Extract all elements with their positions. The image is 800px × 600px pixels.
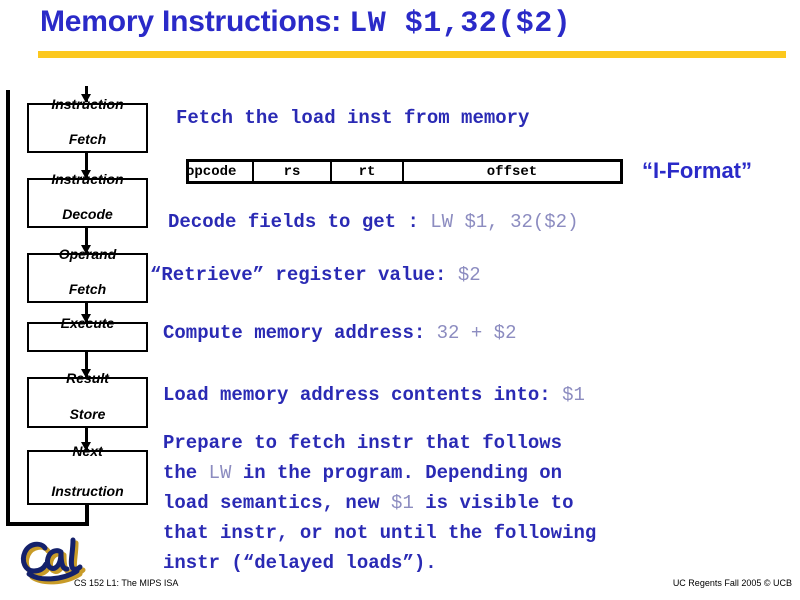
- page-title: Memory Instructions: LW $1,32($2): [40, 2, 785, 44]
- step-text-compute-main: Compute memory address:: [163, 322, 437, 344]
- flow-box-operand-fetch[interactable]: Operand Fetch: [27, 246, 148, 303]
- flow-box-line2: Store: [69, 406, 106, 422]
- step-text-decode-main: Decode fields to get :: [168, 211, 431, 233]
- flow-box-line1: Result: [66, 370, 109, 386]
- step-text-decode-value: LW $1, 32($2): [430, 211, 579, 233]
- flow-box-result-store[interactable]: Result Store: [27, 370, 148, 428]
- connector-arrow-5: [81, 428, 91, 451]
- paragraph-register-ref: $1: [391, 492, 414, 514]
- flow-box-line2: Fetch: [68, 131, 107, 147]
- flow-box-line1: Instruction: [51, 171, 124, 187]
- connector-arrow-4: [81, 352, 91, 378]
- step-text-retrieve-value: $2: [457, 264, 481, 286]
- cal-logo: [12, 536, 90, 590]
- step-text-compute-value: 32 + $2: [436, 322, 517, 344]
- paragraph-line-1: Prepare to fetch instr that follows: [163, 432, 563, 454]
- flow-box-line1: Next: [72, 443, 103, 459]
- connector-arrow-3: [81, 303, 91, 323]
- format-field-offset: offset: [486, 163, 538, 180]
- step-text-decode: Decode fields to get : LW $1, 32($2): [168, 211, 578, 233]
- title-underline-rule: [38, 51, 786, 58]
- connector-arrow-entry: [81, 86, 91, 103]
- footer-copyright: UC Regents Fall 2005 © UCB: [672, 578, 792, 588]
- flow-box-line1: Instruction: [51, 96, 124, 112]
- paragraph-line-2a: the: [163, 462, 209, 484]
- step-text-compute: Compute memory address: 32 + $2: [163, 322, 516, 344]
- step-text-load: Load memory address contents into: $1: [163, 384, 585, 406]
- paragraph-line-3c: is visible to: [413, 492, 574, 514]
- step-text-next-instruction-paragraph: Prepare to fetch instr that follows the …: [163, 428, 800, 578]
- loopback-bottom-line: [6, 522, 87, 526]
- flow-box-execute[interactable]: Execute: [27, 315, 148, 352]
- instruction-cycle-flowchart: Instruction Fetch Instruction Decode Ope…: [0, 80, 160, 540]
- paragraph-line-5: instr (“delayed loads”).: [163, 552, 437, 574]
- step-text-fetch: Fetch the load inst from memory: [176, 107, 530, 129]
- flow-box-line2: Decode: [62, 206, 113, 222]
- page-title-main: Memory Instructions:: [40, 5, 350, 38]
- flow-box-line2: Fetch: [68, 281, 107, 297]
- page-title-instruction: LW $1,32($2): [349, 7, 572, 41]
- instruction-format-table: opcode rs rt offset: [186, 159, 623, 184]
- flow-box-line2: Instruction: [51, 483, 124, 499]
- flow-box-line1: Execute: [60, 315, 115, 331]
- step-text-load-main: Load memory address contents into:: [163, 384, 563, 406]
- flow-box-next-instruction[interactable]: Next Instruction: [27, 443, 148, 505]
- loopback-exit-stub: [85, 505, 89, 526]
- format-field-rt: rt: [332, 162, 404, 181]
- format-field-opcode: opcode: [186, 162, 254, 181]
- flow-box-instruction-fetch[interactable]: Instruction Fetch: [27, 96, 148, 153]
- format-field-rs: rs: [254, 162, 332, 181]
- flow-box-instruction-decode[interactable]: Instruction Decode: [27, 171, 148, 228]
- connector-arrow-1: [81, 153, 91, 179]
- paragraph-lw-mnemonic: LW: [208, 462, 232, 484]
- paragraph-line-3a: load semantics, new: [163, 492, 392, 514]
- loopback-vertical-line: [6, 90, 10, 526]
- step-text-load-value: $1: [562, 384, 585, 406]
- footer-course-label: CS 152 L1: The MIPS ISA: [74, 578, 179, 588]
- step-text-retrieve-main: “Retrieve” register value:: [150, 264, 458, 286]
- step-text-retrieve: “Retrieve” register value: $2: [150, 264, 481, 286]
- paragraph-line-4: that instr, or not until the following: [163, 522, 597, 544]
- flow-box-line1: Operand: [58, 246, 117, 262]
- i-format-label: “I-Format”: [642, 158, 752, 183]
- connector-arrow-2: [81, 228, 91, 254]
- paragraph-line-2c: in the program. Depending on: [231, 462, 563, 484]
